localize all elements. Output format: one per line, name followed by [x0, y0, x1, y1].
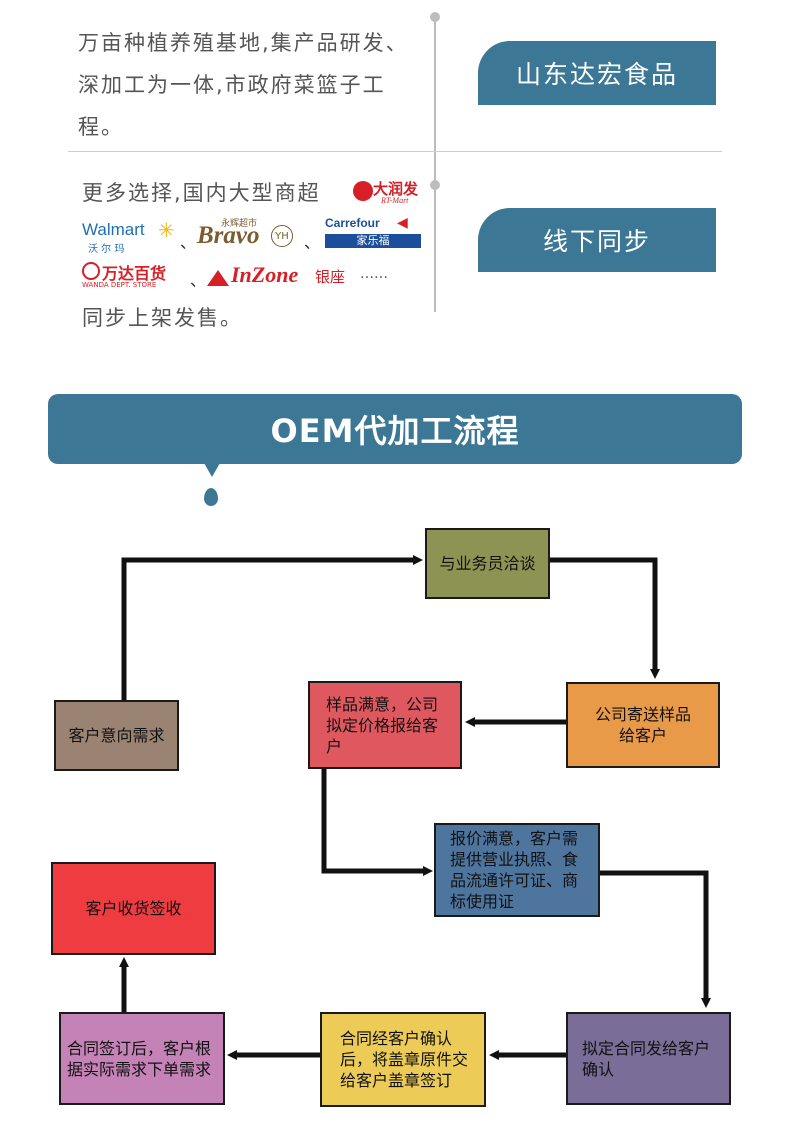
step-quote-ok: 报价满意，客户需提供营业执照、食品流通许可证、商标使用证: [434, 823, 600, 917]
banner-pointer: [204, 463, 220, 477]
walmart-cn: 沃 尔 玛: [88, 244, 125, 255]
step-receive: 客户收货签收: [51, 862, 216, 955]
bravo-logo: 永辉超市 Bravo YH: [197, 216, 307, 252]
rtmart-cn: 大润发: [373, 180, 419, 198]
step-talk: 与业务员洽谈: [425, 528, 550, 599]
offline-tag: 线下同步: [478, 208, 716, 272]
arrow-talk-to-sample: [550, 557, 660, 679]
walmart-logo: Walmart ✳ 沃 尔 玛: [82, 218, 182, 256]
carrefour-en: Carrefour: [325, 216, 380, 230]
horizontal-divider: [68, 151, 722, 152]
yh-icon: YH: [271, 225, 293, 247]
ellipsis: ……: [360, 266, 388, 282]
wanda-cn: 万达百货: [102, 264, 167, 283]
inzone-icon: [207, 270, 229, 286]
walmart-en: Walmart: [82, 220, 145, 239]
carrefour-icon: ◀: [397, 215, 408, 231]
carrefour-logo: Carrefour ◀ 家乐福: [325, 215, 425, 252]
inzone-cn: 银座: [315, 268, 346, 286]
rtmart-en: RT-Mart: [381, 196, 409, 205]
divider-dot-top: [430, 12, 440, 22]
step-contract-confirm: 合同经客户确认后，将盖章原件交给客户盖章签订: [320, 1012, 486, 1107]
walmart-spark-icon: ✳: [158, 218, 175, 242]
step-contract-send: 拟定合同发给客户确认: [566, 1012, 731, 1105]
wanda-icon: [82, 262, 100, 280]
inzone-en: InZone: [231, 262, 299, 287]
water-drop-icon: [204, 488, 218, 506]
separator: 、: [180, 233, 197, 252]
arrow-sampleok-to-quote: [321, 769, 433, 876]
rtmart-logo: 大润发 RT-Mart: [353, 178, 423, 208]
step-order: 合同签订后，客户根据实际需求下单需求: [59, 1012, 225, 1105]
company-tag: 山东达宏食品: [478, 41, 716, 105]
wanda-en: WANDA DEPT. STORE: [82, 281, 157, 289]
step-sample-ok: 样品满意，公司拟定价格报给客户: [308, 681, 462, 769]
wanda-logo: 万达百货 WANDA DEPT. STORE: [82, 260, 192, 294]
separator: 、: [190, 271, 207, 290]
rtmart-icon: [353, 181, 373, 201]
vertical-divider: [434, 16, 436, 312]
step-demand: 客户意向需求: [54, 700, 179, 771]
bravo-en: Bravo: [197, 222, 260, 249]
divider-dot-mid: [430, 180, 440, 190]
oem-title-banner: OEM代加工流程: [48, 394, 742, 464]
retail-lead-text: 更多选择,国内大型商超: [82, 181, 321, 205]
company-description: 万亩种植养殖基地,集产品研发、深加工为一体,市政府菜篮子工程。: [78, 31, 409, 139]
arrow-demand-to-talk: [121, 555, 423, 700]
arrow-quote-to-contract: [600, 870, 711, 1008]
step-sample-send: 公司寄送样品给客户: [566, 682, 720, 768]
inzone-logo: InZone 银座: [207, 260, 357, 294]
bravo-cn: 永辉超市: [221, 219, 258, 229]
carrefour-cn: 家乐福: [325, 234, 421, 248]
retail-tail-text: 同步上架发售。: [82, 306, 243, 330]
separator: 、: [304, 233, 321, 252]
